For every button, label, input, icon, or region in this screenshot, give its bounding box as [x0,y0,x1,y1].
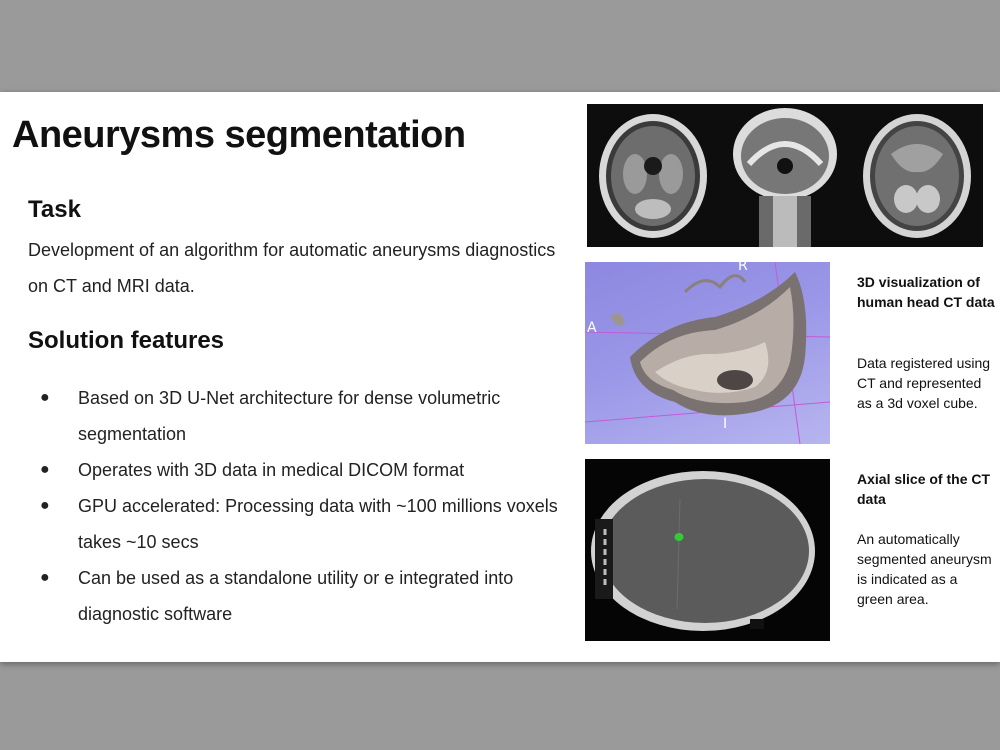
orientation-label-i: I [723,416,728,432]
head-3d-visualization-image: R A I [585,262,830,444]
features-list: ● Based on 3D U-Net architecture for dens… [28,380,568,632]
mri-slices-image [587,104,983,247]
mri-axial-slice [587,104,719,247]
feature-text: GPU accelerated: Processing data with ~1… [78,496,558,552]
feature-text: Based on 3D U-Net architecture for dense… [78,388,501,444]
bullet-icon: ● [40,389,50,406]
bullet-icon: ● [40,497,50,514]
features-heading: Solution features [28,327,225,354]
feature-item: ● Can be used as a standalone utility or … [28,560,568,632]
slide-title: Aneurysms segmentation [12,114,466,156]
orientation-label-r: R [738,262,748,274]
feature-item: ● GPU accelerated: Processing data with ~… [28,488,568,560]
bullet-icon: ● [40,461,50,478]
slide: Aneurysms segmentation Task Development … [0,92,1000,662]
feature-text: Operates with 3D data in medical DICOM f… [78,460,465,480]
ct-caption-title: Axial slice of the CT data [857,471,991,507]
aneurysm-segmentation [674,533,684,541]
vis3d-caption-title: 3D visualization of human head CT data [857,274,995,310]
task-description: Development of an algorithm for automati… [28,240,556,296]
bullet-icon: ● [40,569,50,586]
task-heading: Task [28,196,81,223]
orientation-label-a: A [587,320,597,336]
feature-text: Can be used as a standalone utility or e… [78,568,514,624]
mri-coronal-slice [719,104,851,247]
ct-caption-text: An automatically segmented aneurysm is i… [857,531,992,607]
vis3d-caption-text: Data registered using CT and represented… [857,355,991,411]
mri-axial-slice [851,104,983,247]
feature-item: ● Based on 3D U-Net architecture for dens… [28,380,568,452]
feature-item: ● Operates with 3D data in medical DICOM … [28,452,568,488]
ct-axial-slice-image [585,459,830,641]
